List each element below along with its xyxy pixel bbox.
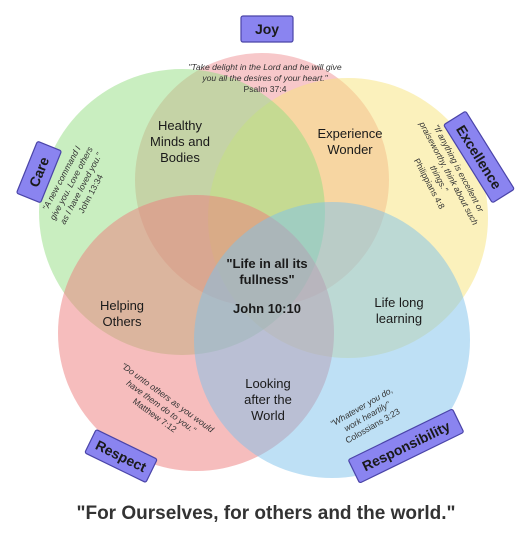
tag-responsibility-box	[348, 408, 464, 484]
joy-quote-line-2: you all the desires of your heart."	[201, 73, 328, 83]
joy-quote-line-1: "Take delight in the Lord and he will gi…	[188, 62, 341, 72]
center-quote-line-1: "Life in all its	[226, 256, 307, 271]
tag-joy-label: Joy	[255, 21, 279, 37]
circle-responsibility	[194, 202, 470, 478]
center-quote-line-2: fullness"	[239, 272, 294, 287]
region-lifelong-line-2: learning	[376, 311, 422, 326]
region-healthy-line-3: Bodies	[160, 150, 200, 165]
region-wonder-line-2: Wonder	[327, 142, 373, 157]
tag-joy-box	[240, 15, 294, 43]
region-helping-line-2: Others	[102, 314, 142, 329]
region-helping-line-1: Helping	[100, 298, 144, 313]
tag-care-box	[16, 141, 62, 203]
region-healthy-line-1: Healthy	[158, 118, 203, 133]
tag-respect-box	[84, 429, 158, 483]
tag-care: Care	[16, 141, 62, 203]
region-world-line-2: after the	[244, 392, 292, 407]
region-healthy-line-2: Minds and	[150, 134, 210, 149]
region-wonder-line-1: Experience	[317, 126, 382, 141]
center-quote-ref: John 10:10	[233, 301, 301, 316]
region-lifelong-line-1: Life long	[374, 295, 423, 310]
tag-excellence-box	[443, 111, 515, 203]
tagline: "For Ourselves, for others and the world…	[76, 503, 455, 524]
region-world-line-1: Looking	[245, 376, 291, 391]
tag-joy: Joy	[240, 15, 294, 43]
region-world-line-3: World	[251, 408, 285, 423]
joy-quote-ref: Psalm 37:4	[244, 84, 287, 94]
tag-respect: Respect	[84, 429, 158, 483]
